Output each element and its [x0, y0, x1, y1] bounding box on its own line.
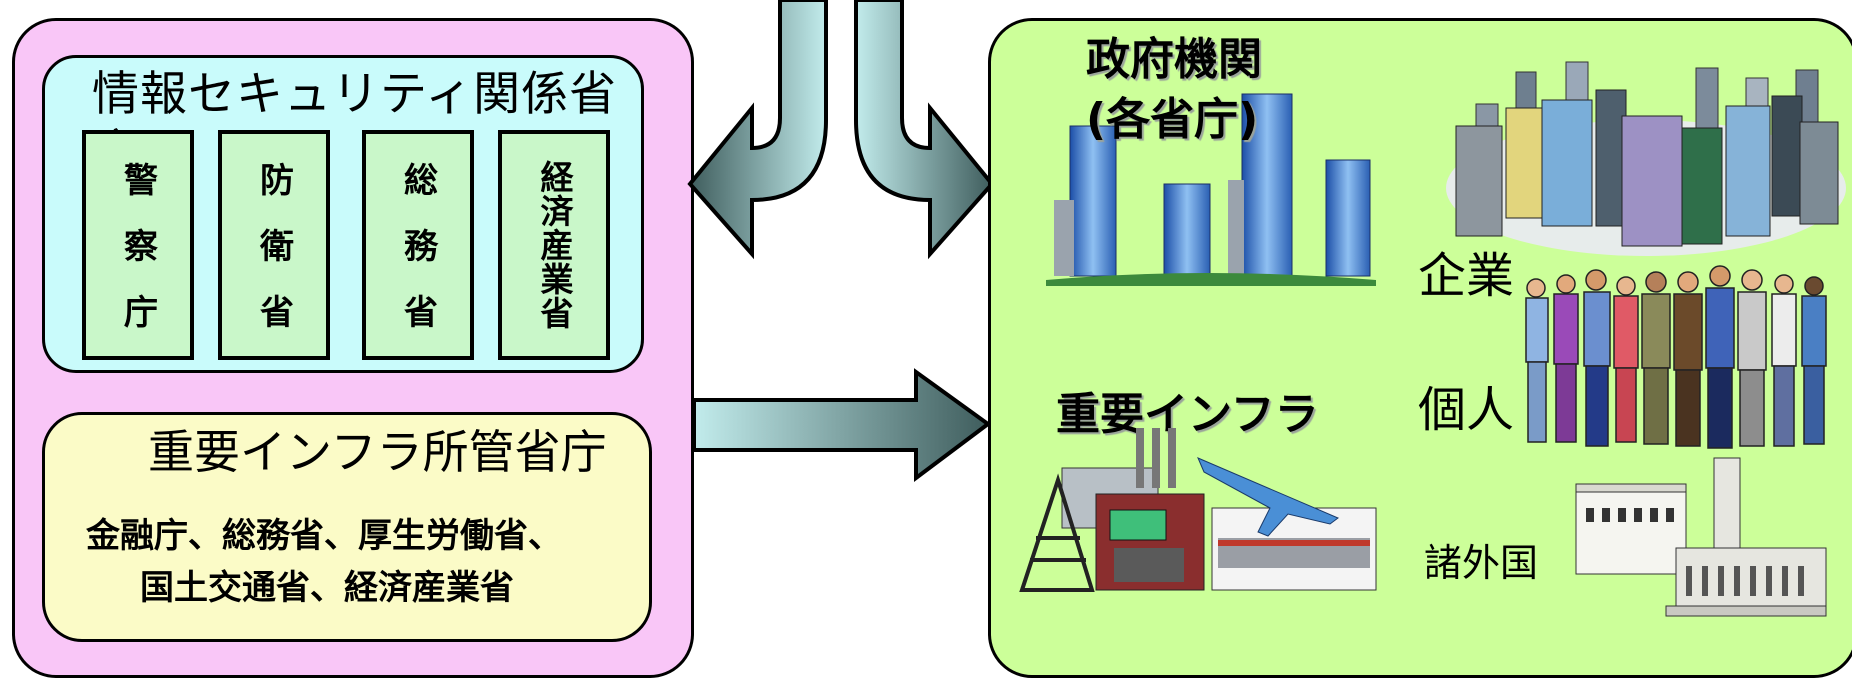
corporations-label: 企業 — [1418, 248, 1515, 304]
ministry-label: 警察庁 — [117, 162, 158, 360]
ministry-label: 総務省 — [397, 162, 438, 360]
infrastructure-collage-icon — [1019, 428, 1377, 592]
foreign-government-building-icon — [1575, 457, 1827, 617]
individuals-label: 個人 — [1418, 382, 1515, 438]
infra-ministries-box — [42, 412, 652, 642]
ministry-mic: 総務省 — [362, 130, 474, 360]
ministry-npa: 警察庁 — [82, 130, 194, 360]
ministry-mod: 防衛省 — [218, 130, 330, 360]
ministry-label: 防衛省 — [253, 162, 294, 360]
government-sub-label: (各省庁) — [1086, 94, 1259, 145]
foreign-countries-label: 諸外国 — [1424, 541, 1539, 585]
government-label: 政府機関 — [1086, 34, 1262, 85]
infra-ministries-title: 重要インフラ所管省庁 — [148, 425, 607, 479]
arrows-layer — [687, 0, 995, 482]
critical-infra-label: 重要インフラ — [1056, 389, 1319, 440]
ministry-label: 経済産業省 — [535, 160, 574, 330]
infra-ministries-list-line2: 国土交通省、経済産業省 — [140, 568, 514, 608]
ministry-meti: 経済産業省 — [498, 130, 610, 360]
arrow-icon — [854, 0, 995, 260]
arrow-icon — [687, 0, 828, 260]
infra-ministries-list-line1: 金融庁、総務省、厚生労働省、 — [86, 516, 562, 556]
arrow-icon — [692, 368, 992, 482]
people-group-icon — [1525, 265, 1827, 449]
city-skyline-icon — [1446, 61, 1846, 256]
government-buildings-icon — [1046, 93, 1376, 286]
